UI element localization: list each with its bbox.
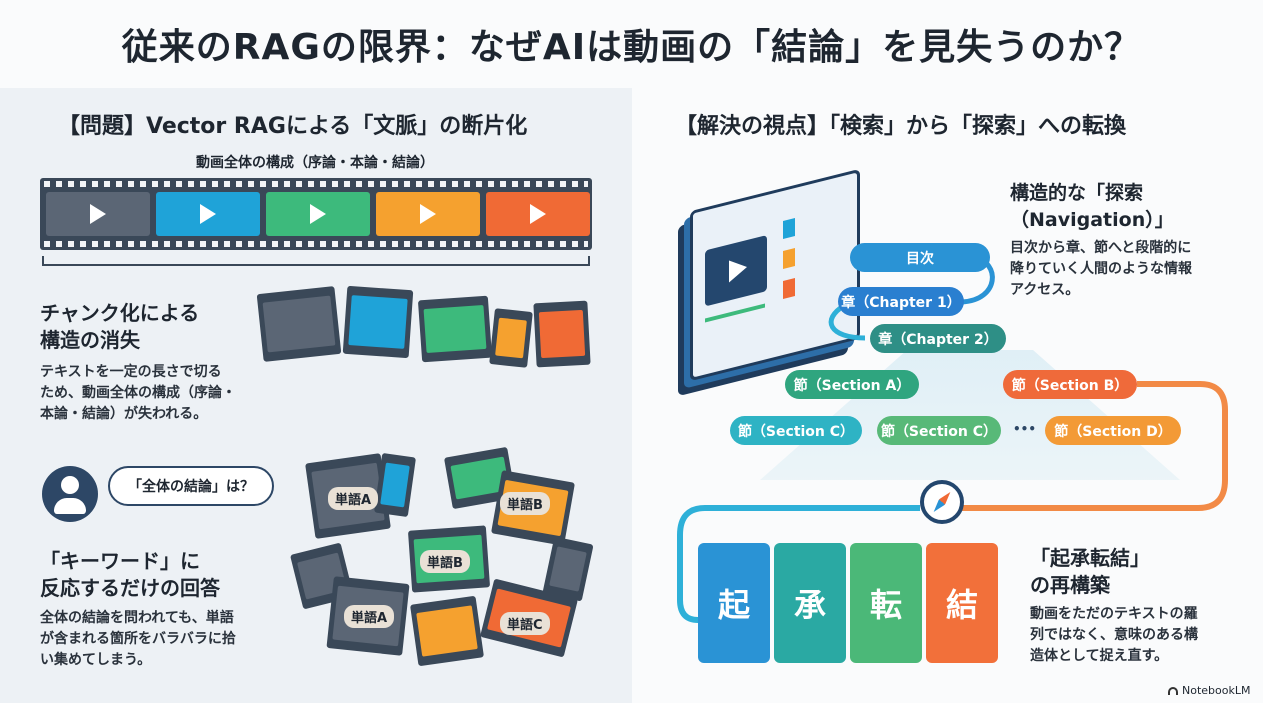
desc-line: テキストを一定の長さで切る — [40, 364, 222, 380]
notebooklm-brand: NotebookLM — [1168, 684, 1250, 697]
keyword-description: 全体の結論を問われても、単語 が含まれる箇所をバラバラに拾 い集めてしまう。 — [40, 608, 236, 671]
word-label: 単語B — [420, 550, 470, 573]
film-frame — [156, 192, 260, 236]
question-bubble: 「全体の結論」は？ — [108, 466, 274, 506]
film-frame — [266, 192, 370, 236]
nav-title-line: 構造的な「探索 — [1010, 182, 1144, 204]
desc-line: 造体として捉え直す。 — [1030, 648, 1169, 664]
play-icon — [90, 204, 106, 224]
keyword-title-line: 「キーワード」に — [40, 549, 200, 573]
desc-line: 全体の結論を問われても、単語 — [40, 610, 234, 626]
play-icon — [200, 204, 216, 224]
compass-icon — [920, 480, 964, 524]
word-label: 単語C — [500, 612, 550, 635]
keyword-title: 「キーワード」に 反応するだけの回答 — [40, 548, 220, 602]
section-c-node: 節（Section C） — [730, 416, 862, 445]
word-label: 単語A — [344, 605, 395, 628]
keyword-title-line: 反応するだけの回答 — [40, 576, 220, 600]
ellipsis: ••• — [1013, 422, 1037, 436]
section-a-node: 節（Section A） — [785, 370, 919, 399]
chunk-description: テキストを一定の長さで切る ため、動画全体の構成（序論・ 本論・結論）が失われる… — [40, 362, 236, 425]
film-frame — [376, 192, 480, 236]
ki-block: 起 — [698, 543, 770, 663]
nav-title-line: （Navigation）」 — [1010, 209, 1174, 231]
chunk-title: チャンク化による 構造の消失 — [40, 300, 199, 354]
full-video-filmstrip — [40, 178, 592, 250]
desc-line: い集めてしまう。 — [40, 652, 152, 668]
solution-heading: 【解決の視点】「検索」から「探索」への転換 — [675, 114, 1127, 139]
structure-bracket — [42, 256, 590, 266]
play-icon — [530, 204, 546, 224]
desc-line: 列ではなく、意味のある構 — [1030, 627, 1198, 643]
chapter-2-node: 章（Chapter 2） — [870, 324, 1006, 353]
rebuild-title-line: 「起承転結」 — [1030, 546, 1150, 570]
notebooklm-logo-icon — [1168, 686, 1178, 695]
desc-line: 本論・結論）が失われる。 — [40, 406, 208, 422]
user-avatar-icon — [42, 466, 98, 522]
toc-node: 目次 — [850, 243, 990, 272]
ketsu-block: 結 — [926, 543, 998, 663]
word-label: 単語A — [328, 487, 379, 510]
chapter-1-node: 章（Chapter 1） — [838, 287, 964, 316]
rebuild-title: 「起承転結」 の再構築 — [1030, 545, 1150, 599]
desc-line: 動画をただのテキストの羅 — [1030, 606, 1198, 622]
section-c-node: 節（Section C） — [877, 416, 1001, 445]
problem-heading: 【問題】Vector RAGによる「文脈」の断片化 — [58, 114, 528, 139]
film-caption: 動画全体の構成（序論・本論・結論） — [196, 155, 434, 171]
rebuild-title-line: の再構築 — [1030, 573, 1110, 597]
page-title: 従来のRAGの限界：なぜAIは動画の「結論」を見失うのか？ — [121, 27, 1142, 68]
section-b-node: 節（Section B） — [1003, 370, 1137, 399]
section-d-node: 節（Section D） — [1045, 416, 1181, 445]
navigation-description: 目次から章、節へと段階的に 降りていく人間のような情報 アクセス。 — [1010, 238, 1192, 301]
chunk-title-line: チャンク化による — [40, 301, 200, 325]
brand-label: NotebookLM — [1182, 684, 1251, 697]
ten-block: 転 — [850, 543, 922, 663]
play-icon — [420, 204, 436, 224]
desc-line: ため、動画全体の構成（序論・ — [40, 385, 236, 401]
desc-line: アクセス。 — [1010, 282, 1080, 298]
film-frame — [46, 192, 150, 236]
word-label: 単語B — [500, 492, 550, 515]
play-icon — [310, 204, 326, 224]
desc-line: 目次から章、節へと段階的に — [1010, 240, 1192, 256]
navigation-title: 構造的な「探索 （Navigation）」 — [1010, 180, 1174, 234]
chunk-title-line: 構造の消失 — [40, 328, 140, 352]
desc-line: が含まれる箇所をバラバラに拾 — [40, 631, 236, 647]
film-frame — [486, 192, 590, 236]
sho-block: 承 — [774, 543, 846, 663]
rebuild-description: 動画をただのテキストの羅 列ではなく、意味のある構 造体として捉え直す。 — [1030, 604, 1198, 667]
desc-line: 降りていく人間のような情報 — [1010, 261, 1192, 277]
